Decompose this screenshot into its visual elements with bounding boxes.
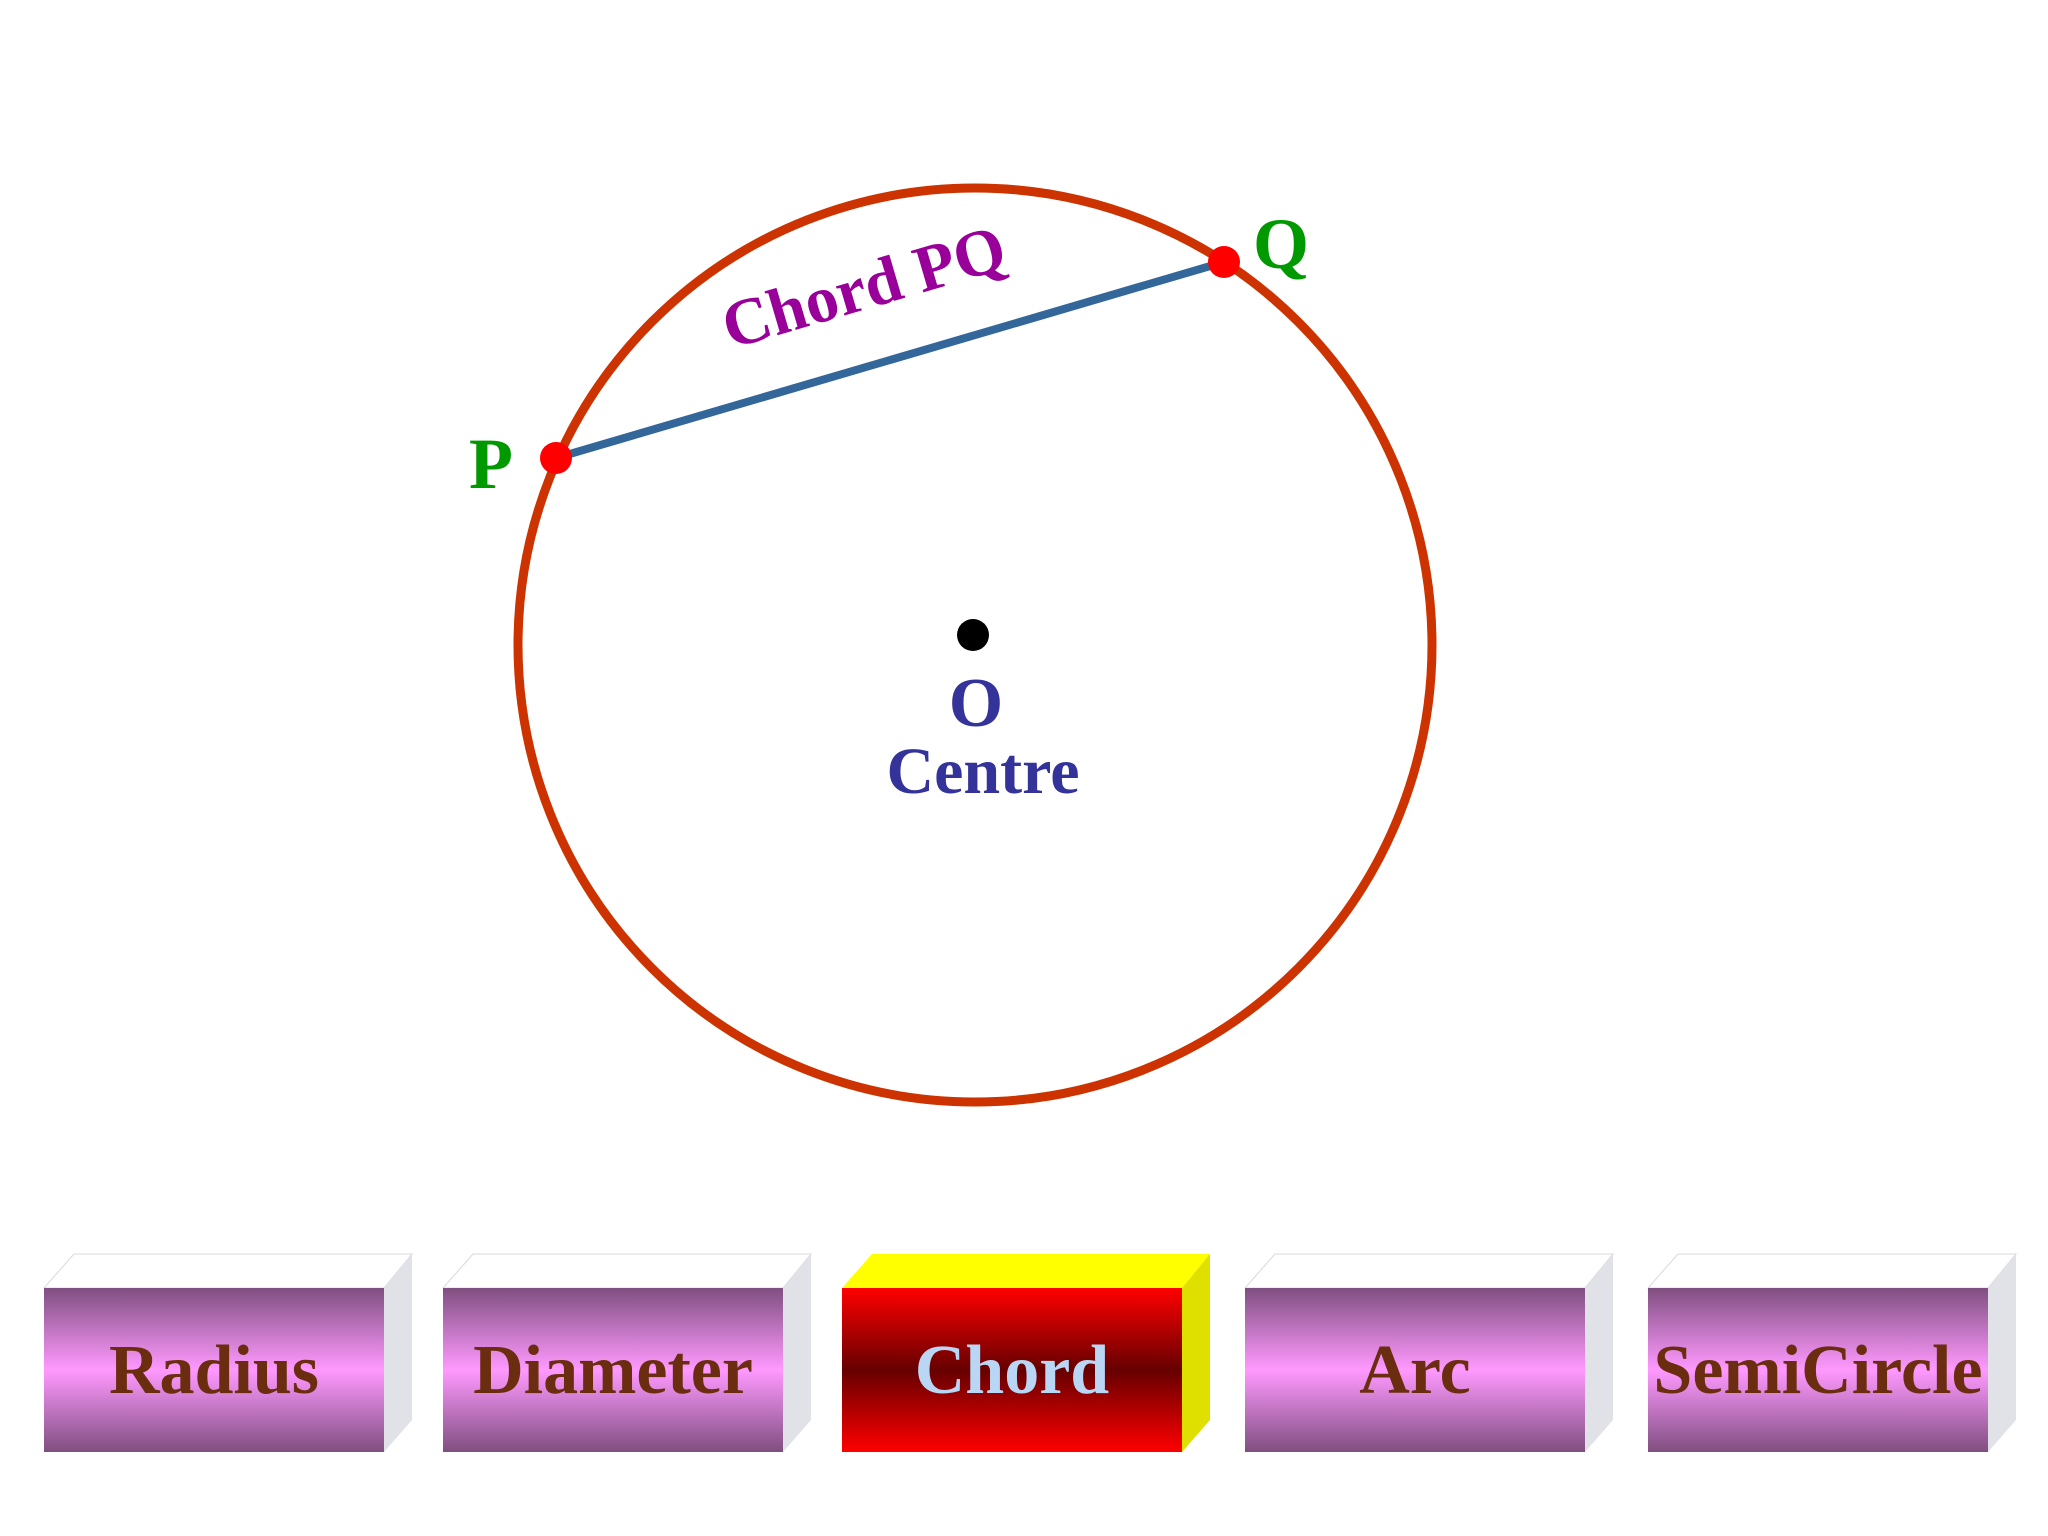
circle-outline xyxy=(513,183,1437,1107)
point-p-label: P xyxy=(469,424,513,504)
nav-button-label-line: Chord xyxy=(914,1332,1110,1409)
nav-button-label-line: Semi xyxy=(1653,1332,1802,1409)
nav-button-label-line: Radius xyxy=(108,1332,320,1409)
nav-button-label: Chord xyxy=(842,1288,1182,1454)
nav-button-label: Diameter xyxy=(443,1288,783,1454)
nav-button-diameter[interactable]: Diameter xyxy=(441,1252,813,1456)
nav-button-label-line: Arc xyxy=(1359,1332,1471,1409)
point-q-dot xyxy=(1208,246,1240,278)
point-p-dot xyxy=(540,442,572,474)
nav-button-label-line: Circle xyxy=(1801,1332,1983,1409)
chord-pq-line xyxy=(554,258,1226,462)
nav-button-radius[interactable]: Radius xyxy=(42,1252,414,1456)
nav-button-chord[interactable]: Chord xyxy=(842,1252,1210,1456)
nav-button-label-line: Diameter xyxy=(473,1332,753,1409)
center-dot xyxy=(957,619,989,651)
center-letter: O xyxy=(949,665,1003,742)
nav-button-label: Arc xyxy=(1245,1288,1585,1454)
nav-button-arc[interactable]: Arc xyxy=(1243,1252,1615,1456)
center-caption: Centre xyxy=(886,735,1079,808)
nav-button-label: Radius xyxy=(44,1288,384,1454)
point-q-label: Q xyxy=(1253,204,1309,284)
